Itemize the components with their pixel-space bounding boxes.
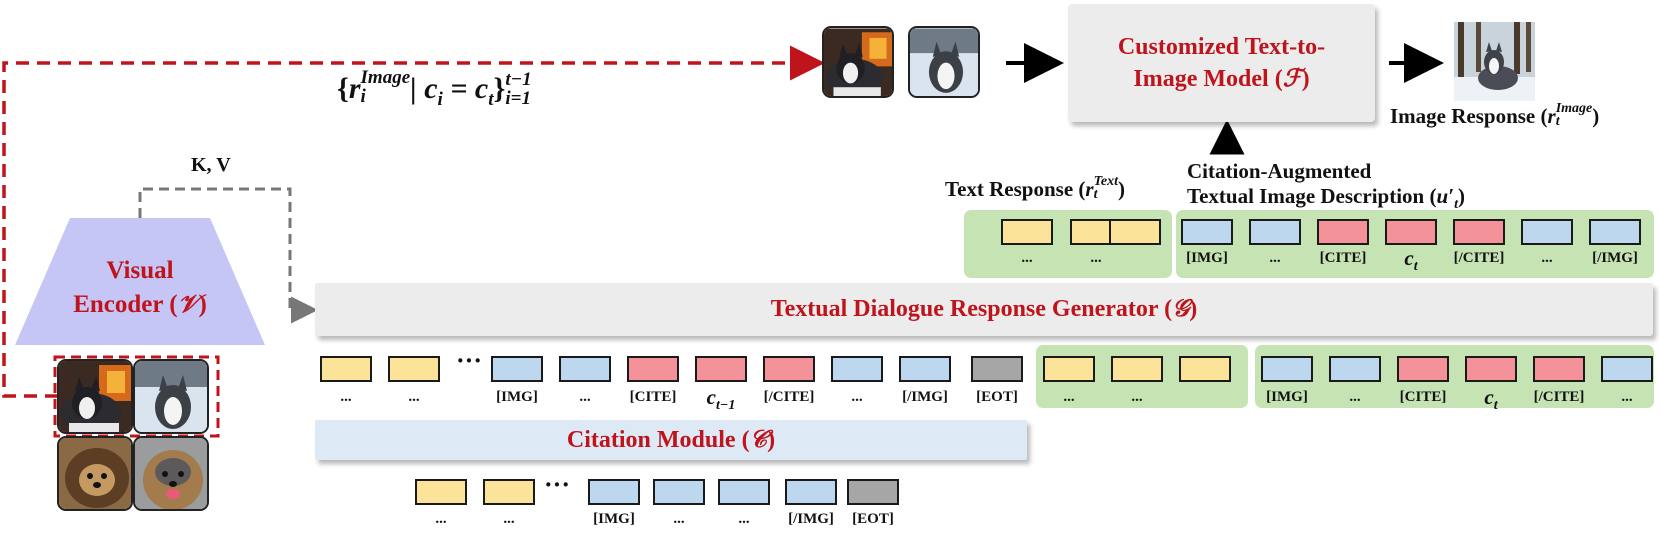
token-label-eot: [EOT]	[852, 511, 894, 527]
token-label-cite: [CITE]	[1319, 250, 1367, 266]
token-yellow	[1043, 356, 1095, 382]
kv-label: K, V	[191, 154, 231, 176]
token-label-dots: ...	[579, 389, 591, 405]
token-yellow	[1179, 356, 1231, 382]
selection-box	[53, 355, 220, 438]
token-label-dots: ...	[1349, 389, 1361, 405]
token-label-c: ct−1	[706, 385, 736, 414]
token-label-close-cite: [/CITE]	[763, 389, 815, 405]
token-yellow	[388, 356, 440, 382]
token-yellow	[1001, 219, 1053, 245]
token-label-close-img: [/IMG]	[1592, 250, 1638, 266]
token-blue	[653, 479, 705, 505]
token-blue	[899, 356, 951, 382]
token-gray	[971, 356, 1023, 382]
image-top-husky-fireplace	[822, 26, 894, 98]
token-label-dots: ...	[435, 511, 447, 527]
token-blue	[1601, 356, 1653, 382]
token-label-dots: ...	[738, 511, 750, 527]
image-husky-snow	[133, 359, 209, 434]
token-blue	[1181, 219, 1233, 245]
token-yellow	[320, 356, 372, 382]
token-red	[1533, 356, 1585, 382]
image-husky-fireplace	[57, 359, 133, 434]
token-red	[1397, 356, 1449, 382]
image-top-husky-snow	[908, 26, 980, 98]
token-blue	[1249, 219, 1301, 245]
visual-encoder-label: Visual Encoder (𝒱)	[73, 257, 207, 318]
token-yellow	[1109, 219, 1161, 245]
image-yorkie-toy	[57, 436, 133, 511]
token-blue	[718, 479, 770, 505]
image-yorkie-smile	[133, 436, 209, 511]
token-red	[695, 356, 747, 382]
token-label-dots: ...	[851, 389, 863, 405]
token-label-dots: ...	[1063, 389, 1075, 405]
token-label-img: [IMG]	[1266, 389, 1308, 405]
red-dashed-arrow	[2, 45, 825, 398]
token-label-img: [IMG]	[593, 511, 635, 527]
token-label-dots: ...	[1541, 250, 1553, 266]
token-blue	[831, 356, 883, 382]
token-blue	[1261, 356, 1313, 382]
token-gray	[847, 479, 899, 505]
token-label-dots: ...	[1090, 250, 1102, 266]
token-label-dots: ...	[1131, 389, 1143, 405]
token-label-img: [IMG]	[496, 389, 538, 405]
token-yellow	[483, 479, 535, 505]
token-red	[763, 356, 815, 382]
token-blue	[1589, 219, 1641, 245]
token-blue	[1329, 356, 1381, 382]
token-red	[1453, 219, 1505, 245]
token-label-c: ct	[1404, 246, 1418, 275]
token-label-dots: ...	[1269, 250, 1281, 266]
token-label-cite: [CITE]	[1399, 389, 1447, 405]
ellipsis: ···	[456, 346, 483, 375]
token-label-dots: ...	[340, 389, 352, 405]
token-blue	[559, 356, 611, 382]
token-blue	[785, 479, 837, 505]
token-label-close-cite: [/CITE]	[1453, 250, 1505, 266]
token-yellow	[415, 479, 467, 505]
visual-encoder-shape	[15, 218, 265, 345]
token-label-c: ct	[1484, 385, 1498, 414]
citation-module: Citation Module (𝒞)	[315, 420, 1027, 460]
t2i-line1: Customized Text-to-	[1117, 34, 1326, 60]
token-label-dots: ...	[408, 389, 420, 405]
token-red	[1465, 356, 1517, 382]
citation-augmented-label: Citation-Augmented Textual Image Descrip…	[1187, 159, 1465, 213]
token-label-close-img: [/IMG]	[788, 511, 834, 527]
token-label-dots: ...	[503, 511, 515, 527]
token-red	[1317, 219, 1369, 245]
image-description-group-mid	[1255, 345, 1654, 408]
token-label-dots: ...	[1021, 250, 1033, 266]
token-blue	[1521, 219, 1573, 245]
token-red	[1385, 219, 1437, 245]
token-blue	[491, 356, 543, 382]
token-label-cite: [CITE]	[629, 389, 677, 405]
token-label-close-cite: [/CITE]	[1533, 389, 1585, 405]
text-to-image-model-box: Customized Text-to- Image Model (ℱ)	[1068, 4, 1375, 122]
token-blue	[588, 479, 640, 505]
token-label-img: [IMG]	[1186, 250, 1228, 266]
kv-dashed-arrow	[138, 187, 318, 324]
dialogue-response-generator: Textual Dialogue Response Generator (𝒢)	[315, 283, 1653, 336]
token-label-eot: [EOT]	[976, 389, 1018, 405]
token-label-close-img: [/IMG]	[902, 389, 948, 405]
token-label-dots: ...	[673, 511, 685, 527]
t2i-line2: Image Model (ℱ)	[1133, 66, 1310, 92]
token-red	[627, 356, 679, 382]
image-response-husky-forest	[1454, 22, 1535, 101]
token-yellow	[1111, 356, 1163, 382]
token-label-dots: ...	[1621, 389, 1633, 405]
ellipsis: ···	[544, 470, 571, 499]
